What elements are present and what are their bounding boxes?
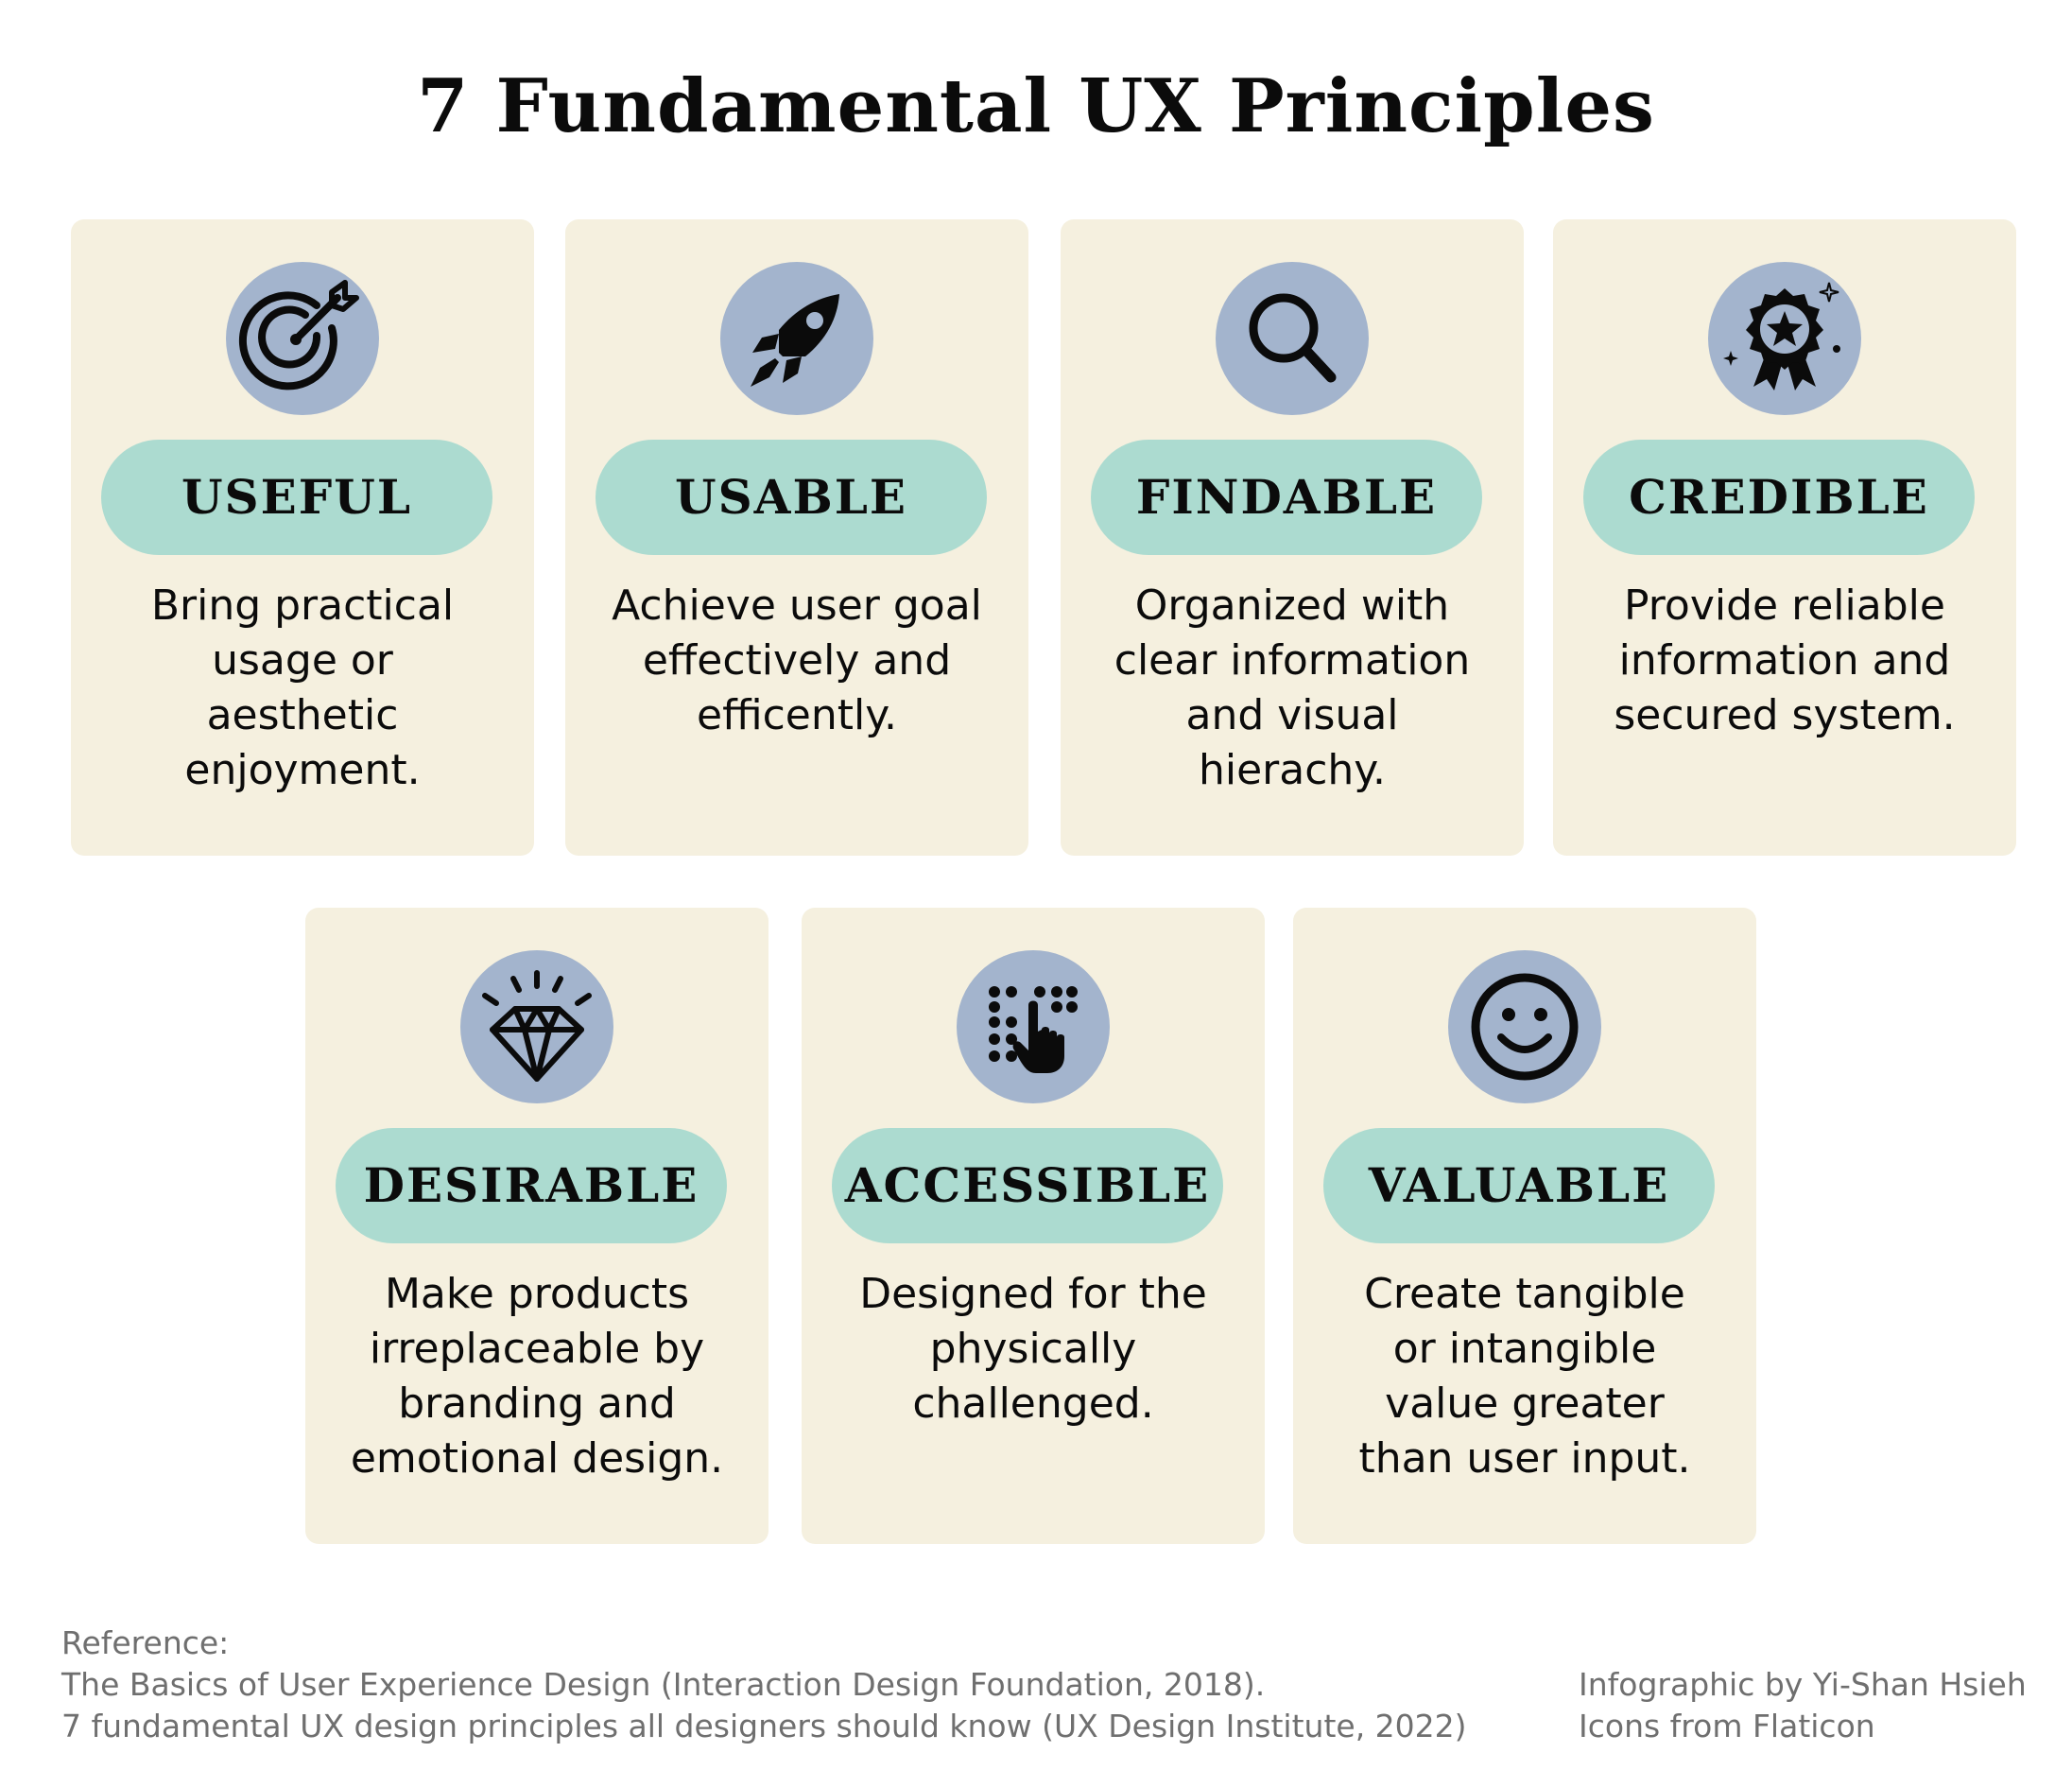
principle-description: Designed for the physically challenged. <box>859 1270 1207 1428</box>
principle-description: Bring practical usage or aesthetic enjoy… <box>150 581 455 794</box>
principle-label: VALUABLE <box>1323 1128 1715 1243</box>
braille-hand-icon <box>957 950 1110 1103</box>
target-icon <box>226 262 379 415</box>
rocket-icon <box>720 262 873 415</box>
principle-description: Organized with clear information and vis… <box>1114 581 1471 794</box>
reference-heading: Reference: <box>61 1624 230 1661</box>
principle-card-credible: CREDIBLE Provide reliable information an… <box>1553 219 2016 856</box>
diamond-icon <box>460 950 613 1103</box>
credit-icons: Icons from Flaticon <box>1579 1708 1875 1744</box>
smiley-icon <box>1448 950 1601 1103</box>
principle-card-desirable: DESIRABLE Make products irreplaceable by… <box>305 908 768 1544</box>
principle-label: USABLE <box>596 440 987 555</box>
principle-description: Achieve user goal effectively and effice… <box>612 581 982 739</box>
credits: Infographic by Yi-Shan Hsieh Icons from … <box>1579 1664 2027 1747</box>
award-badge-icon <box>1708 262 1861 415</box>
principle-description: Provide reliable information and secured… <box>1614 581 1956 739</box>
reference-item: 7 fundamental UX design principles all d… <box>61 1708 1467 1744</box>
principle-label: FINDABLE <box>1091 440 1482 555</box>
principle-card-useful: USEFUL Bring practical usage or aestheti… <box>71 219 534 856</box>
principle-label: CREDIBLE <box>1583 440 1975 555</box>
page-title: 7 Fundamental UX Principles <box>417 63 1655 149</box>
principle-card-findable: FINDABLE Organized with clear informatio… <box>1061 219 1524 856</box>
credit-author: Infographic by Yi-Shan Hsieh <box>1579 1666 2027 1703</box>
principle-card-valuable: VALUABLE Create tangible or intangible v… <box>1293 908 1756 1544</box>
principle-card-usable: USABLE Achieve user goal effectively and… <box>565 219 1028 856</box>
principle-description: Create tangible or intangible value grea… <box>1358 1270 1691 1483</box>
principle-label: DESIRABLE <box>336 1128 727 1243</box>
reference-item: The Basics of User Experience Design (In… <box>61 1666 1266 1703</box>
magnifier-icon <box>1216 262 1369 415</box>
principle-label: ACCESSIBLE <box>832 1128 1223 1243</box>
references: Reference: The Basics of User Experience… <box>61 1622 1467 1747</box>
principle-label: USEFUL <box>101 440 492 555</box>
principle-card-accessible: ACCESSIBLE Designed for the physically c… <box>802 908 1265 1544</box>
principle-description: Make products irreplaceable by branding … <box>350 1270 724 1483</box>
